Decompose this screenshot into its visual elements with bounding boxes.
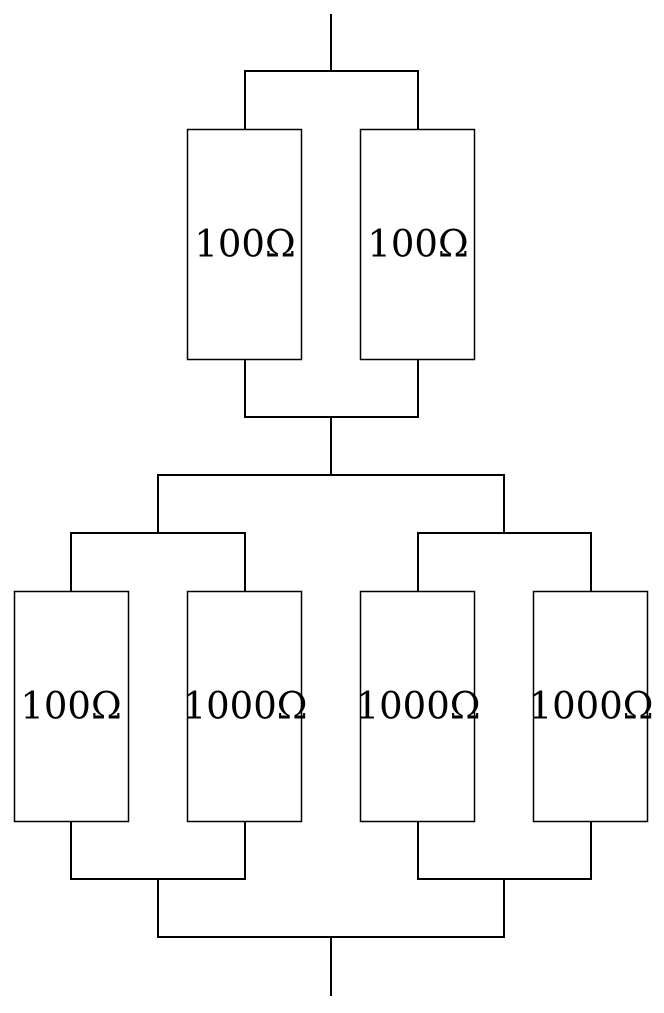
resistor-body <box>359 128 476 361</box>
resistor-r6: 1000Ω <box>529 590 654 823</box>
resistor-body <box>186 590 303 823</box>
resistor-body <box>186 128 303 361</box>
resistor-label: 1000Ω <box>529 685 654 728</box>
resistor-label: 1000Ω <box>183 685 308 728</box>
resistor-body <box>359 590 476 823</box>
resistor-r5: 1000Ω <box>356 590 481 823</box>
resistor-r4: 1000Ω <box>183 590 308 823</box>
resistor-r2: 100Ω <box>359 128 476 361</box>
resistor-label: 100Ω <box>367 223 468 266</box>
resistor-body <box>13 590 130 823</box>
resistor-label: 100Ω <box>194 223 295 266</box>
resistor-body <box>532 590 649 823</box>
resistor-r1: 100Ω <box>186 128 303 361</box>
wires <box>70 14 592 996</box>
resistor-label: 100Ω <box>20 685 121 728</box>
resistor-label: 1000Ω <box>356 685 481 728</box>
resistor-r3: 100Ω <box>13 590 130 823</box>
